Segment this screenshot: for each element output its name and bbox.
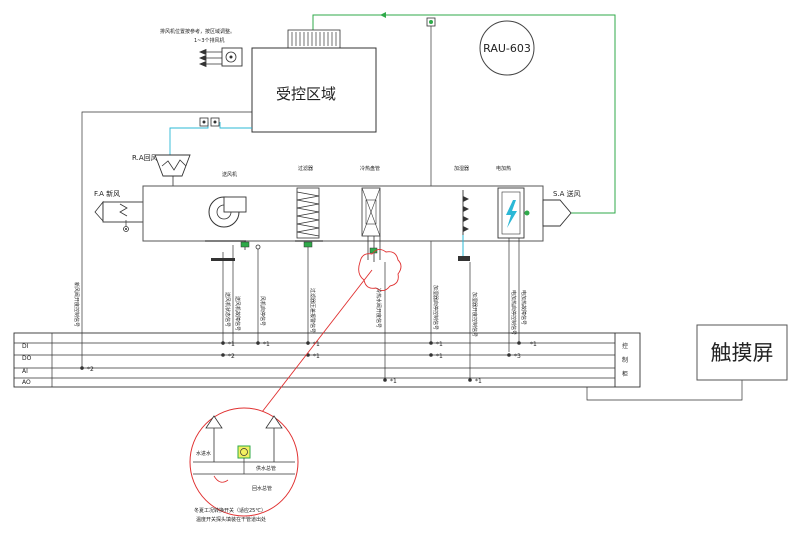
panel-label-2: 制 [622, 356, 628, 364]
point-ao1: *1 [390, 378, 397, 385]
lightning-icon [506, 200, 517, 228]
point-do2: *1 [313, 353, 320, 360]
point-ai1: *2 [87, 366, 94, 373]
room-sensors [81, 111, 252, 370]
signal-fan-status: 送风机状态信号 [224, 292, 231, 327]
signal-fan-fault: 送风机故障信号 [234, 296, 241, 331]
controlled-area-label: 受控区域 [276, 85, 336, 103]
signal-heater-ctrl: 电加热启停控制信号 [510, 290, 517, 335]
detail-right-tag2: 回水总管 [252, 485, 272, 492]
controlled-area: 受控区域 [251, 29, 377, 133]
filter-section: 过滤器 [295, 165, 323, 345]
rau-id: RAU-603 [483, 42, 531, 55]
top-sensor [426, 17, 436, 343]
coil-label: 冷热盘管 [360, 165, 380, 172]
point-di2: *1 [263, 341, 270, 348]
point-do4: *3 [514, 353, 521, 360]
point-di4: *1 [436, 341, 443, 348]
io-bus: DI DO AI AO 控 制 柜 [13, 332, 641, 388]
fresh-air-label: F.A 新风 [94, 189, 120, 198]
touch-screen-label: 触摸屏 [711, 341, 774, 365]
panel-label-1: 控 [622, 342, 628, 350]
point-di5: *1 [530, 341, 537, 348]
signal-heater-fault: 电加热故障信号 [520, 290, 527, 325]
exhaust-note: 排风机位置按参考，按区域调整。 [160, 28, 235, 35]
valve-detail: 水进水 供水总管 回水总管 冬夏工况转换开关（适应25℃） 温度开关探头填装在干… [189, 269, 373, 523]
signal-fresh-air: 新风阀开度控制信号 [73, 282, 80, 327]
touch-screen: 触摸屏 [586, 324, 788, 401]
heater-label: 电加热 [496, 165, 511, 172]
point-di3: *1 [313, 341, 320, 348]
io-row-do: DO [22, 355, 32, 362]
signal-fan-start: 风机启停信号 [259, 296, 266, 326]
humidifier-label: 加湿器 [454, 165, 469, 172]
point-do1: *2 [228, 353, 235, 360]
detail-highlight-cloud [358, 249, 402, 291]
signal-labels: 新风阀开度控制信号 送风机状态信号 送风机故障信号 风机启停信号 过滤器压差报警… [73, 282, 527, 337]
detail-left-tag: 水进水 [196, 450, 211, 457]
detail-note-line2: 温度开关探头填装在干管道出处 [196, 516, 266, 523]
rau-id-badge: RAU-603 [479, 20, 535, 76]
io-row-ai: AI [22, 368, 28, 375]
detail-note-line1: 冬夏工况转换开关（适应25℃） [194, 507, 266, 514]
signal-humid-ctrl: 加湿器开度控制信号 [471, 292, 478, 337]
point-ao2: *1 [475, 378, 482, 385]
coil-section: 冷热盘管 [360, 165, 386, 380]
filter-label: 过滤器 [298, 165, 313, 172]
heater-section: 电加热 [496, 165, 525, 352]
return-air-label: R.A回风 [132, 154, 158, 162]
fresh-air-inlet: F.A 新风 [94, 189, 144, 232]
io-row-ao: AO [22, 379, 31, 386]
humidifier-section: 加湿器 [454, 165, 471, 380]
supply-air-sensor-loop [312, 12, 616, 214]
fan-section: 送风机 [205, 171, 261, 345]
signal-valve: 冷热水阀开度信号 [375, 288, 382, 328]
panel-label-3: 柜 [622, 370, 628, 378]
fan-label: 送风机 [222, 171, 237, 178]
exhaust-count: 1~3个排风机 [194, 37, 225, 44]
signal-filter: 过滤器压差报警信号 [309, 288, 316, 333]
exhaust-arrows-icon [198, 48, 222, 68]
supply-air-label: S.A 送风 [553, 189, 581, 198]
return-air-damper: R.A回风 [132, 154, 191, 186]
point-do3: *1 [436, 353, 443, 360]
io-row-di: DI [22, 343, 29, 350]
exhaust-fan: 排风机位置按参考，按区域调整。 1~3个排风机 [160, 28, 243, 68]
ahu-unit: S.A 送风 送风机 过滤器 冷热盘管 [142, 165, 581, 380]
point-di1: *1 [228, 341, 235, 348]
detail-right-tag1: 供水总管 [256, 465, 276, 472]
bus-points: *1 *1 *1 *1 *1 *2 *1 *1 *3 *2 *1 *1 [80, 341, 537, 385]
signal-humid-switch: 加湿器启停控制信号 [432, 285, 439, 330]
